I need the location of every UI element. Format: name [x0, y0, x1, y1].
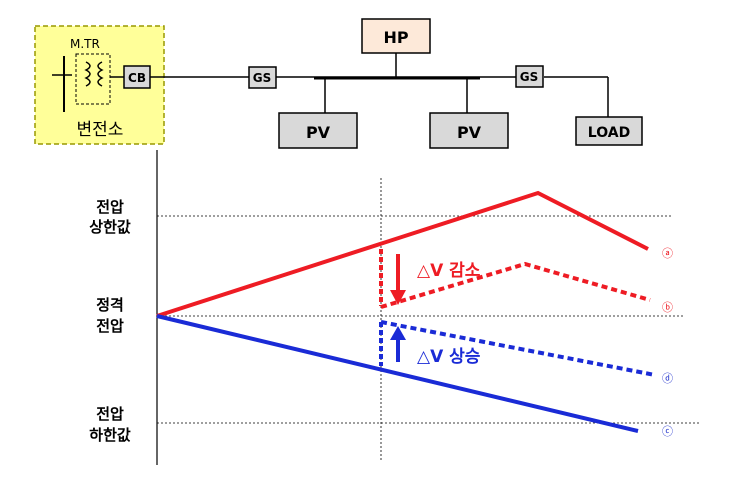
pv1-box — [278, 112, 358, 149]
decrease-label: △V 감소 — [417, 261, 481, 281]
gs2-label: GS — [520, 70, 539, 84]
pv1-label: PV — [306, 123, 331, 142]
rated-label-1: 정격 — [96, 296, 124, 314]
marker-a: ⓐ — [662, 247, 673, 260]
hp-box — [361, 18, 431, 54]
gs2-box — [515, 65, 544, 88]
rated-label-2: 전압 — [96, 317, 124, 335]
profile-d-line — [380, 320, 656, 377]
transformer-icon — [52, 53, 124, 112]
increase-label: △V 상승 — [417, 347, 481, 367]
substation-label: 변전소 — [77, 120, 124, 140]
pv2-label: PV — [457, 123, 482, 142]
hp-label: HP — [383, 28, 408, 47]
lower-limit-label-2: 하한값 — [89, 426, 131, 444]
marker-b: ⓑ — [662, 301, 673, 314]
marker-c: ⓒ — [662, 425, 673, 438]
profile-b-line — [380, 261, 651, 309]
gs1-label: GS — [253, 71, 272, 85]
cb-label: CB — [128, 71, 146, 85]
profile-c-line — [156, 314, 639, 433]
marker-d: ⓓ — [662, 372, 673, 385]
transformer-label: M.TR — [70, 37, 100, 51]
upper-limit-label-2: 상한값 — [89, 218, 131, 236]
decrease-arrow-icon — [390, 254, 406, 305]
lower-limit-label-1: 전압 — [96, 405, 124, 423]
gs1-box — [248, 66, 277, 89]
profile-a-line — [156, 190, 649, 318]
load-box — [575, 116, 643, 146]
pv2-box — [429, 112, 509, 149]
upper-limit-label-1: 전압 — [96, 198, 124, 216]
load-label: LOAD — [588, 125, 630, 141]
increase-arrow-icon — [390, 326, 406, 362]
